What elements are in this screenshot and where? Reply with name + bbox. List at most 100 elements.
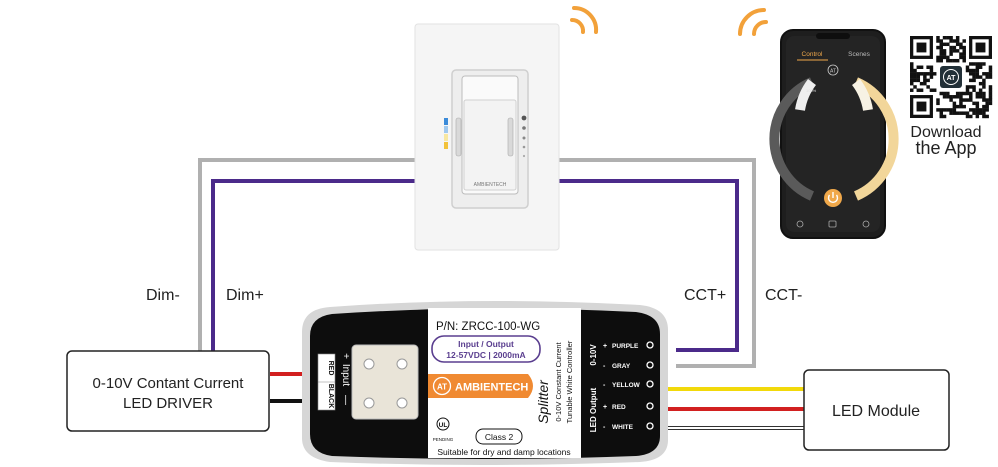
qr-module	[962, 45, 966, 50]
brand-logo-text: AT	[437, 383, 447, 392]
qr-module	[955, 42, 960, 47]
driver-line2: LED DRIVER	[123, 395, 213, 412]
qr-module	[926, 65, 930, 69]
phone-notch	[816, 33, 850, 39]
qr-module	[955, 36, 960, 40]
terminal-screw	[363, 397, 375, 409]
qr-module	[959, 101, 963, 106]
download-line1: Download	[910, 124, 981, 141]
qr-module	[919, 72, 924, 76]
qr-module	[942, 108, 947, 112]
qr-code[interactable]	[910, 36, 993, 119]
qr-module	[962, 39, 966, 43]
terminal-screw	[646, 341, 654, 349]
output-led-label: LED Output	[589, 387, 598, 432]
input-terminal-block	[351, 344, 419, 420]
qr-module	[985, 72, 989, 76]
qr-module	[946, 91, 950, 96]
output-terminals: + PURPLE - GRAY - YELLOW + RED - WHITE	[603, 341, 654, 431]
output-010v-label: 0-10V	[589, 344, 598, 366]
class-label: Class 2	[485, 432, 514, 442]
nav-power-icon[interactable]	[796, 220, 804, 228]
driver-line1: 0-10V Contant Current	[93, 375, 245, 392]
led-module-label: LED Module	[832, 403, 920, 420]
terminal-screw	[396, 397, 408, 409]
qr-module	[962, 58, 966, 63]
terminal-screw	[363, 358, 375, 370]
qr-module	[929, 72, 934, 76]
terminal-color: YELLOW	[612, 382, 641, 389]
led-driver: 0-10V Contant Current LED DRIVER	[66, 350, 270, 432]
qr-module	[988, 65, 993, 69]
qr-module	[965, 114, 970, 119]
qr-module	[913, 75, 917, 79]
qr-module	[939, 52, 943, 56]
qr-module	[929, 68, 934, 73]
qr-module	[932, 72, 937, 76]
qr-module	[913, 68, 917, 73]
qr-module	[946, 55, 950, 60]
qr-module	[969, 114, 973, 119]
brightness-arc[interactable]	[769, 77, 815, 201]
qr-module	[946, 58, 950, 63]
qr-center-logo: AT	[938, 64, 964, 90]
qr-module	[975, 108, 980, 112]
cct-slider[interactable]	[455, 117, 462, 157]
qr-module	[985, 75, 989, 79]
ul-mark-icon	[436, 417, 450, 431]
input-minus: —	[340, 395, 351, 405]
qr-module	[916, 75, 921, 79]
qr-module	[969, 91, 973, 96]
io-title: Input / Output	[458, 339, 514, 349]
qr-module	[942, 55, 947, 60]
qr-module	[939, 49, 943, 53]
qr-finder	[916, 101, 927, 112]
wire-black-label: BLACK	[327, 384, 334, 409]
qr-module	[972, 78, 976, 83]
terminal-screw	[646, 402, 654, 410]
purple-wire-cct-plus	[548, 179, 739, 352]
terminal-screw	[396, 358, 408, 370]
cct-arc[interactable]	[853, 77, 899, 201]
level-dot	[522, 126, 526, 130]
qr-module	[926, 85, 930, 89]
qr-module	[926, 72, 930, 76]
wall-dimmer: AMBIENTECH	[414, 23, 560, 251]
qr-module	[923, 75, 927, 79]
qr-module	[939, 42, 943, 47]
io-rating-badge	[431, 335, 541, 363]
qr-module	[949, 49, 953, 53]
qr-module	[910, 88, 914, 92]
terminal-sign: -	[603, 424, 606, 431]
qr-module	[969, 78, 973, 83]
cct-arc-cool	[851, 78, 873, 111]
qr-module	[982, 72, 986, 76]
dim-slider[interactable]	[507, 117, 514, 157]
qr-module	[949, 111, 953, 115]
qr-module	[962, 91, 966, 96]
qr-module	[949, 45, 953, 50]
qr-module	[988, 88, 993, 92]
terminal-color: GRAY	[612, 363, 631, 370]
qr-module	[959, 91, 963, 96]
qr-module	[936, 108, 940, 112]
tab-control[interactable]: Control	[802, 51, 824, 58]
tab-scenes[interactable]: Scenes	[848, 51, 870, 58]
nav-home-icon[interactable]	[828, 220, 837, 228]
dimmer-brand: AMBIENTECH	[474, 182, 507, 188]
qr-module	[959, 95, 963, 99]
app-logo-text: AT	[830, 69, 836, 75]
qr-module	[910, 75, 914, 79]
qr-logo-text: AT	[947, 75, 957, 82]
qr-module	[946, 95, 950, 99]
qr-module	[916, 88, 921, 92]
nav-settings-icon[interactable]	[862, 220, 870, 228]
qr-module	[955, 104, 960, 109]
qr-module	[942, 36, 947, 40]
qr-module	[952, 108, 957, 112]
brightness-percent: 100%	[806, 88, 817, 93]
qr-module	[975, 62, 980, 66]
qr-module	[988, 85, 993, 89]
qr-module	[923, 81, 927, 86]
qr-module	[916, 65, 921, 69]
